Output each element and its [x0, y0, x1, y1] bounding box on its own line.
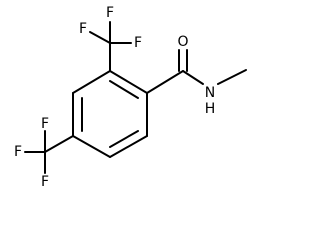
- ring-to-carbonyl-bond: [146, 70, 184, 94]
- ring-bond-4-5: [72, 135, 111, 158]
- bonds: [24, 21, 247, 174]
- cf3-top-fluorine-top-label: F: [106, 5, 114, 21]
- ring-bond-5-6: [109, 135, 148, 158]
- carbonyl-to-nitrogen-bond: [182, 70, 204, 85]
- oxygen-label: O: [177, 34, 188, 50]
- structure-diagram: O N H F F F F F F: [14, 5, 247, 190]
- cf3-bottom-fluorine-top-label: F: [41, 116, 49, 132]
- cf3-top-f-left-bond: [89, 31, 111, 44]
- amide-nitrogen-label: N: [205, 85, 215, 101]
- ring-to-cf3-bottom-bond: [44, 135, 74, 153]
- ring-bond-1-2: [109, 70, 148, 94]
- cf3-bottom-fluorine-left-label: F: [14, 144, 22, 160]
- ring-inner-bond-a: [109, 80, 139, 99]
- cf3-top-fluorine-right-label: F: [134, 35, 142, 51]
- atom-labels: O N H F F F F F F: [14, 5, 215, 190]
- cf3-bottom-fluorine-bottom-label: F: [41, 174, 49, 190]
- cf3-top-fluorine-left-label: F: [79, 21, 87, 37]
- amide-hydrogen-label: H: [205, 101, 216, 117]
- ring-bond-2-3: [72, 70, 111, 94]
- ring-inner-bond-c: [109, 130, 139, 148]
- molecule-svg: O N H F F F F F F: [14, 5, 247, 190]
- nitrogen-to-methyl-bond: [217, 69, 247, 85]
